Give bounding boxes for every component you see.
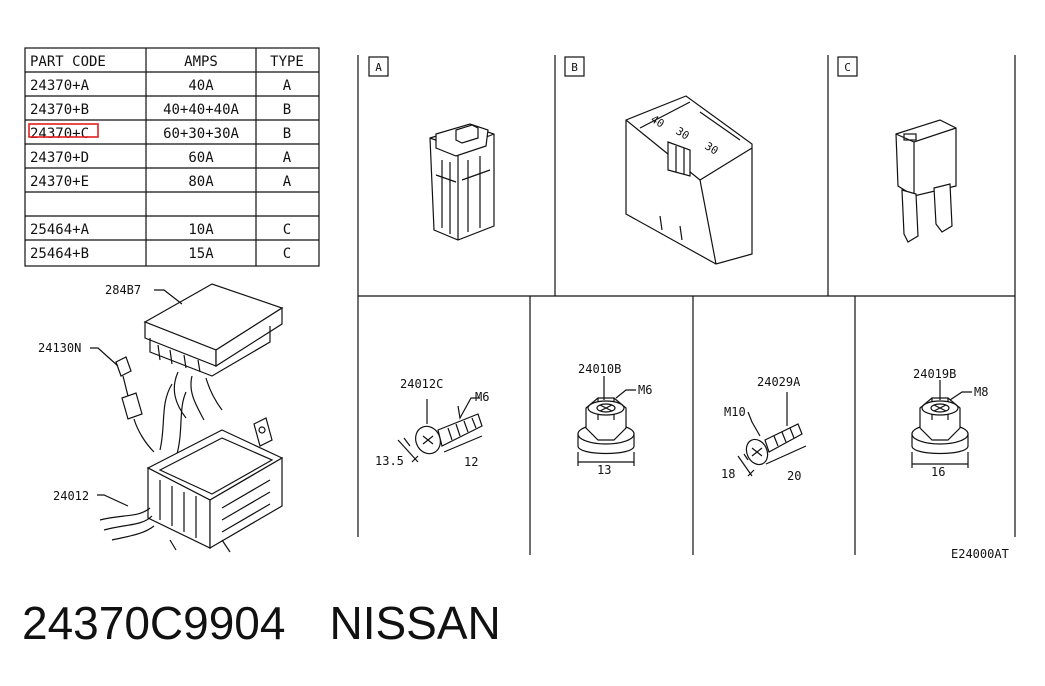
parts-table: PART CODE AMPS TYPE 24370+A 40A A 24370+… <box>24 47 320 267</box>
header-type: TYPE <box>270 54 304 70</box>
cell-type: C <box>283 222 291 238</box>
cell-code: 24370+A <box>30 78 90 94</box>
callout-nut1: 24010B <box>578 362 621 376</box>
part-number: 24370C9904 <box>22 597 286 649</box>
callout-bolt1: 24012C <box>400 377 443 391</box>
fuse-b-rating-3: 30 <box>702 140 720 158</box>
fuse-type-a-drawing <box>429 123 495 241</box>
cell-amps: 40+40+40A <box>163 102 239 118</box>
panel-grid <box>357 55 1016 555</box>
bolt2-diameter: 18 <box>721 467 735 481</box>
cell-type: B <box>283 126 291 142</box>
cell-code-highlighted: 24370+C <box>30 126 89 142</box>
cell-amps: 60+30+30A <box>163 126 239 142</box>
nut-24010b-drawing <box>577 376 636 466</box>
bolt-24029a-drawing <box>737 392 807 477</box>
cell-type: A <box>283 150 292 166</box>
fuse-b-rating-2: 30 <box>673 125 691 143</box>
bolt1-length: 12 <box>464 455 478 469</box>
footer: 24370C9904 NISSAN <box>22 596 501 650</box>
cell-type: B <box>283 102 291 118</box>
header-part-code: PART CODE <box>30 54 106 70</box>
callout-bolt2: 24029A <box>757 375 801 389</box>
nut2-width: 16 <box>931 465 945 479</box>
header-amps: AMPS <box>184 54 218 70</box>
panel-label-b: B <box>571 61 578 74</box>
callout-box: 284B7 <box>105 283 141 297</box>
panel-label-a: A <box>375 61 382 74</box>
panel-label-c: C <box>844 61 851 74</box>
fuse-type-b-drawing <box>625 95 753 265</box>
fuse-type-c-drawing <box>895 119 957 243</box>
cell-amps: 40A <box>188 78 214 94</box>
cell-code: 24370+B <box>30 102 89 118</box>
fuse-b-rating-1: 40 <box>648 113 666 131</box>
cell-code: 24370+E <box>30 174 89 190</box>
callout-nut2: 24019B <box>913 367 956 381</box>
bolt1-diameter: 13.5 <box>375 454 404 468</box>
nut1-thread: M6 <box>638 383 652 397</box>
bolt-24012c-drawing <box>397 397 483 463</box>
cell-type: A <box>283 174 292 190</box>
nut1-width: 13 <box>597 463 611 477</box>
bolt1-thread: M6 <box>475 390 489 404</box>
nut-24019b-drawing <box>911 380 972 468</box>
figure-code: E24000AT <box>951 547 1009 561</box>
cell-amps: 10A <box>188 222 214 238</box>
cell-amps: 15A <box>188 246 214 262</box>
nut2-thread: M8 <box>974 385 988 399</box>
cell-amps: 60A <box>188 150 214 166</box>
callout-connector: 24130N <box>38 341 81 355</box>
fuse-box-assembly-drawing <box>90 283 284 553</box>
cell-code: 25464+A <box>30 222 90 238</box>
cell-code: 25464+B <box>30 246 89 262</box>
cell-amps: 80A <box>188 174 214 190</box>
cell-type: A <box>283 78 292 94</box>
callout-harness: 24012 <box>53 489 89 503</box>
cell-type: C <box>283 246 291 262</box>
highlight-box <box>28 123 99 138</box>
bolt2-thread: M10 <box>724 405 746 419</box>
brand-name: NISSAN <box>329 597 501 649</box>
bolt2-length: 20 <box>787 469 801 483</box>
cell-code: 24370+D <box>30 150 89 166</box>
